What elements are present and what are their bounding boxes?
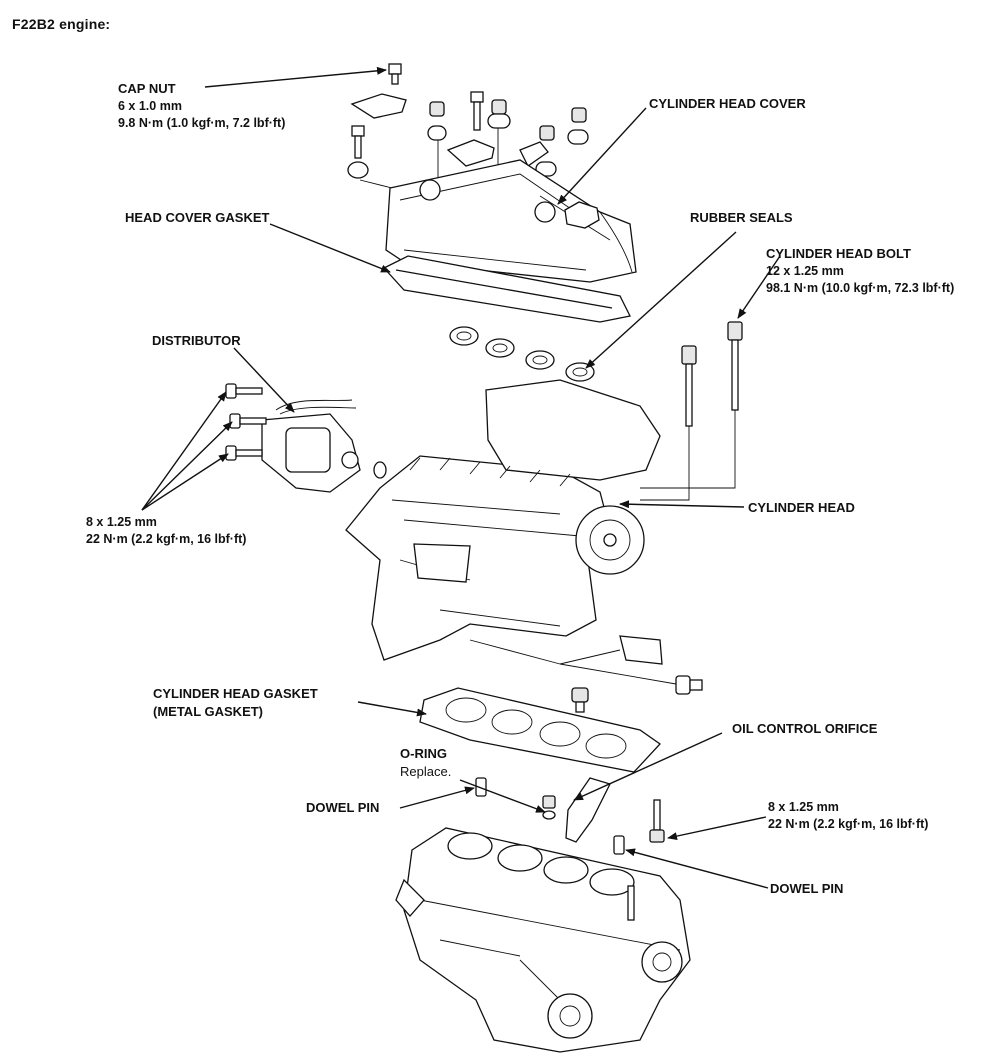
cylinder-head-gasket <box>419 687 661 773</box>
cylinder-head-gasket-note: (METAL GASKET) <box>153 704 263 719</box>
cylinder-head-bolts <box>640 321 743 501</box>
bracket <box>350 93 407 119</box>
cap-nut <box>487 99 511 129</box>
bracket-bolt-size: 8 x 1.25 mm <box>768 800 839 814</box>
cylinder-head-cover-label: CYLINDER HEAD COVER <box>649 96 806 111</box>
o-ring-label: O-RING <box>400 746 447 761</box>
cam-cover-end <box>485 379 661 481</box>
distributor-label: DISTRIBUTOR <box>152 333 241 348</box>
bracket-bolt-torque: 22 N·m (2.2 kgf·m, 16 lbf·ft) <box>768 817 928 831</box>
cap-nut <box>470 91 484 131</box>
dowel-pin-left-label: DOWEL PIN <box>306 800 379 815</box>
cylinder-head-bolt-label: CYLINDER HEAD BOLT <box>766 246 911 261</box>
washer <box>347 161 369 179</box>
cylinder-head-bolt-size: 12 x 1.25 mm <box>766 264 844 278</box>
bracket <box>519 141 549 167</box>
cylinder-head-label: CYLINDER HEAD <box>748 500 855 515</box>
rubber-seals-label: RUBBER SEALS <box>690 210 793 225</box>
cylinder-head-cover <box>385 159 637 283</box>
bracket-bolt-assembly <box>469 635 703 713</box>
dowel-pin <box>613 835 625 855</box>
dowel-pin-right-label: DOWEL PIN <box>770 881 843 896</box>
oil-control-orifice <box>542 777 611 843</box>
o-ring <box>542 810 556 820</box>
oil-control-orifice-label: OIL CONTROL ORIFICE <box>732 721 878 736</box>
cap-nut <box>427 101 447 141</box>
distributor-bolts-torque: 22 N·m (2.2 kgf·m, 16 lbf·ft) <box>86 532 246 546</box>
leader-lines <box>141 66 781 889</box>
cap-nut-label: CAP NUT <box>118 81 176 96</box>
rubber-seals <box>449 326 595 382</box>
sensor <box>571 687 589 703</box>
head-cover-gasket-label: HEAD COVER GASKET <box>125 210 270 225</box>
o-ring-note: Replace. <box>400 764 451 779</box>
cap-nut <box>351 125 365 159</box>
cylinder-head-gasket-label: CYLINDER HEAD GASKET <box>153 686 318 701</box>
cap-nut-torque: 9.8 N·m (1.0 kgf·m, 7.2 lbf·ft) <box>118 116 285 130</box>
cylinder-head <box>345 379 661 661</box>
head-cover-gasket <box>382 255 631 323</box>
page-title: F22B2 engine: <box>12 16 111 32</box>
crank-pulley <box>547 993 593 1039</box>
bracket-bolt <box>649 799 665 843</box>
intake-port <box>413 543 471 583</box>
cap-nut-size: 6 x 1.0 mm <box>118 99 182 113</box>
cylinder-head-bolt-torque: 98.1 N·m (10.0 kgf·m, 72.3 lbf·ft) <box>766 281 954 295</box>
distributor-bolts-size: 8 x 1.25 mm <box>86 515 157 529</box>
bracket <box>446 139 495 167</box>
cap-nut <box>567 107 589 145</box>
distributor <box>261 399 387 493</box>
distributor-bolts <box>225 383 267 461</box>
dowel-pin <box>475 777 487 797</box>
cap-nut <box>388 63 402 85</box>
cap-nut-group <box>347 63 589 210</box>
engine-block <box>395 827 691 1053</box>
